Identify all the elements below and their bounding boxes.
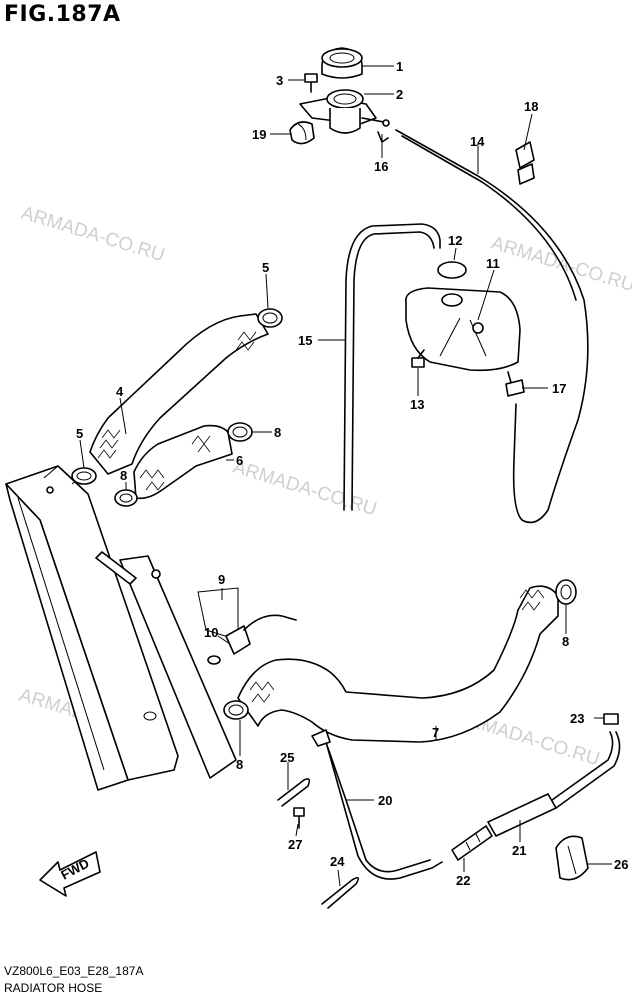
- callout-11: 11: [486, 256, 500, 271]
- callout-2: 2: [396, 87, 403, 102]
- callout-5-upper: 5: [262, 260, 269, 275]
- callout-6: 6: [236, 453, 243, 468]
- callout-13: 13: [410, 397, 424, 412]
- clip-18: [515, 141, 535, 185]
- temp-sensor: [207, 614, 297, 665]
- bolt-13: [411, 349, 425, 368]
- bolt: [304, 73, 318, 93]
- hose-6: [133, 424, 233, 500]
- clamp-5-lower: [71, 467, 97, 485]
- callout-21: 21: [512, 843, 526, 858]
- clip-16: [377, 131, 389, 143]
- callout-4: 4: [116, 384, 124, 399]
- callout-23: 23: [570, 711, 584, 726]
- callout-14: 14: [470, 134, 485, 149]
- bolt-27: [293, 807, 305, 829]
- callout-15: 15: [298, 333, 312, 348]
- clamp-19: [289, 121, 315, 145]
- clip-25: [277, 778, 311, 807]
- radiator: [5, 465, 237, 791]
- figure-name: RADIATOR HOSE: [4, 981, 103, 995]
- callout-3: 3: [276, 73, 283, 88]
- pipe-21: [487, 731, 621, 837]
- clamp-8-right: [555, 579, 577, 605]
- hose-15: [343, 223, 441, 511]
- callout-27: 27: [288, 837, 302, 852]
- callout-8-c: 8: [562, 634, 569, 649]
- clamp-8-left: [114, 489, 138, 507]
- hose-14: [395, 129, 589, 524]
- clamp-17: [505, 379, 525, 397]
- clamp-5-upper: [257, 308, 283, 328]
- callout-22: 22: [456, 873, 470, 888]
- clip-24: [321, 876, 360, 909]
- callout-5-lower: 5: [76, 426, 83, 441]
- clamp-8-upper: [227, 422, 253, 442]
- callout-16: 16: [374, 159, 388, 174]
- clamp-8-lower: [223, 700, 249, 720]
- reservoir-tank: [405, 261, 521, 387]
- callout-8-d: 8: [236, 757, 243, 772]
- callout-7: 7: [432, 725, 439, 740]
- callout-20: 20: [378, 793, 392, 808]
- callout-19: 19: [252, 127, 266, 142]
- clamp-26: [555, 835, 589, 881]
- hose-7: [237, 585, 559, 743]
- callout-8-b: 8: [120, 468, 127, 483]
- hose-20: [317, 737, 443, 880]
- callout-10: 10: [204, 625, 218, 640]
- figure-title: FIG.187A: [4, 2, 121, 27]
- joint-22: [451, 825, 493, 861]
- clamp-23: [603, 713, 619, 725]
- radiator-cap: [321, 47, 363, 79]
- callout-9: 9: [218, 572, 225, 587]
- fwd-arrow-icon: FWD: [39, 851, 101, 897]
- callout-25: 25: [280, 750, 294, 765]
- callout-17: 17: [552, 381, 566, 396]
- callout-24: 24: [330, 854, 345, 869]
- callout-12: 12: [448, 233, 462, 248]
- callout-8-a: 8: [274, 425, 281, 440]
- watermark: ARMADA-CO.RU: [489, 233, 632, 297]
- callout-1: 1: [396, 59, 403, 74]
- figure-code: VZ800L6_E03_E28_187A: [4, 964, 144, 978]
- leader-lines: [79, 65, 612, 887]
- callout-26: 26: [614, 857, 628, 872]
- watermark: ARMADA-CO.RU: [231, 457, 379, 521]
- filler-neck: [299, 89, 390, 134]
- callout-18: 18: [524, 99, 538, 114]
- watermark: ARMADA-CO.RU: [19, 203, 167, 267]
